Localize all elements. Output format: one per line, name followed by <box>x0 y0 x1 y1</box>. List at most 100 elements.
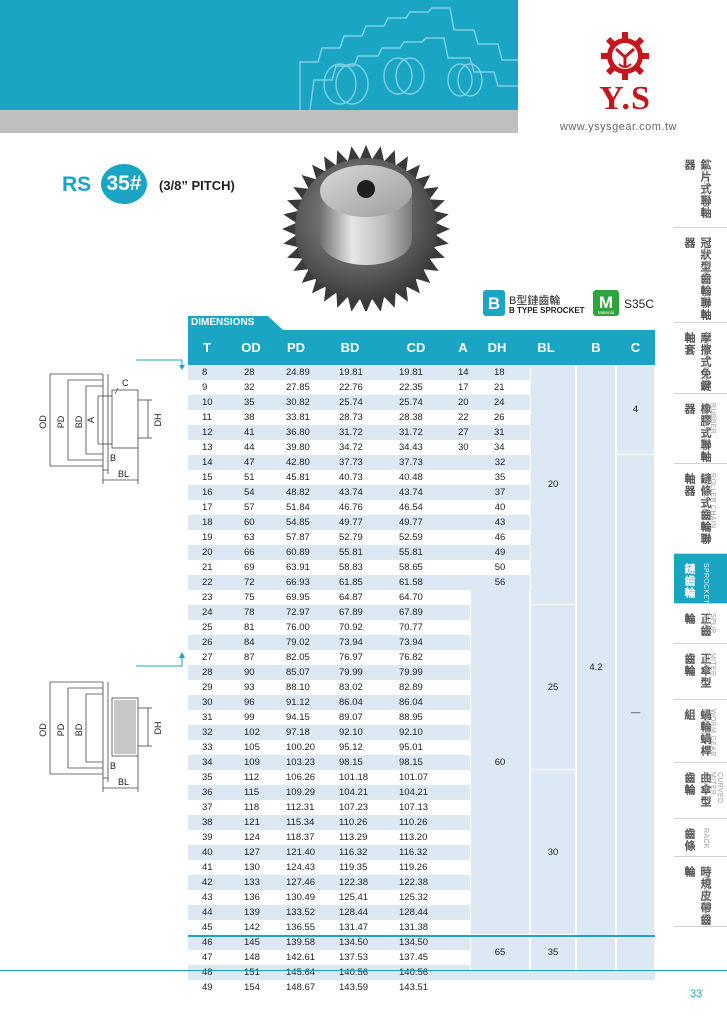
type-badge-letter: B <box>488 294 500 313</box>
cell-bd: 98.15 <box>339 757 363 768</box>
page-number: 33 <box>690 988 703 1000</box>
cell-cd: 19.81 <box>399 367 423 378</box>
brand-logo[interactable]: Y.S <box>580 30 670 116</box>
merged-bl-30: 30 <box>530 770 576 935</box>
cell-cd: 34.43 <box>399 442 423 453</box>
drawing-a-label-b: B <box>110 453 116 463</box>
cell-t: 38 <box>202 817 213 828</box>
material-icon: M Material <box>593 290 619 316</box>
cell-pd: 54.85 <box>286 517 310 528</box>
cell-t: 9 <box>202 382 208 393</box>
cell-cd: 137.45 <box>399 952 429 963</box>
cell-cd: 98.15 <box>399 757 423 768</box>
cell-a-dh: 46 <box>494 532 506 543</box>
cell-pd: 30.82 <box>286 397 310 408</box>
cell-t: 28 <box>202 667 213 678</box>
cell-pd: 36.80 <box>286 427 310 438</box>
cell-t: 21 <box>202 562 213 573</box>
cell-t: 32 <box>202 727 213 738</box>
sprocket-photo <box>282 145 450 311</box>
cell-bd: 25.74 <box>339 397 363 408</box>
cell-t: 31 <box>202 712 213 723</box>
cell-pd: 103.23 <box>286 757 316 768</box>
cell-pd: 106.26 <box>286 772 316 783</box>
cell-cd: 70.77 <box>399 622 423 633</box>
cell-od: 54 <box>244 487 255 498</box>
cell-od: 154 <box>244 982 260 993</box>
cell-od: 102 <box>244 727 260 738</box>
cell-od: 69 <box>244 562 255 573</box>
cell-bd: 128.44 <box>339 907 369 918</box>
material-badge-sub: Material <box>598 310 614 315</box>
cell-t: 19 <box>202 532 213 543</box>
cell-cd: 92.10 <box>399 727 423 738</box>
merged-a-dh-65: 65 <box>470 935 530 970</box>
cell-pd: 42.80 <box>286 457 310 468</box>
cell-t: 36 <box>202 787 213 798</box>
product-size-badge: 35# <box>101 164 147 204</box>
cell-t: 37 <box>202 802 213 813</box>
cell-pd: 88.10 <box>286 682 310 693</box>
cell-pd: 82.05 <box>286 652 310 663</box>
website-url[interactable]: www.ysysgear.com.tw <box>559 121 677 133</box>
cell-pd: 79.02 <box>286 637 310 648</box>
cell-cd: 88.95 <box>399 712 423 723</box>
cell-t: 48 <box>202 967 213 978</box>
cell-t: 18 <box>202 517 213 528</box>
cell-t: 47 <box>202 952 213 963</box>
cell-pd: 121.40 <box>286 847 316 858</box>
cell-a: 27 <box>458 427 469 438</box>
cell-t: 10 <box>202 397 213 408</box>
pointer-arrow-a <box>136 359 185 370</box>
cell-pd: 27.85 <box>286 382 310 393</box>
cell-od: 118 <box>244 802 260 813</box>
cell-bd: 40.73 <box>339 472 363 483</box>
product-pitch: (3/8” PITCH) <box>159 178 235 193</box>
cell-cd: 40.48 <box>399 472 423 483</box>
cell-bd: 143.59 <box>339 982 369 993</box>
cell-od: 60 <box>244 517 255 528</box>
cell-pd: 94.15 <box>286 712 310 723</box>
cell-t: 26 <box>202 637 213 648</box>
dimensions-tab: DIMENSIONS <box>188 316 283 330</box>
sidebar-item-label-en: TIMING PULLEY <box>702 866 709 924</box>
cell-a: 17 <box>458 382 469 393</box>
cell-od: 124 <box>244 832 260 843</box>
cell-bd: 37.73 <box>339 457 363 468</box>
pointer-arrow-b <box>136 652 185 667</box>
cell-t: 30 <box>202 697 213 708</box>
cell-od: 41 <box>244 427 255 438</box>
footer-rule <box>0 970 727 971</box>
cell-cd: 116.32 <box>399 847 428 858</box>
cell-t: 14 <box>202 457 213 468</box>
cell-od: 75 <box>244 592 255 603</box>
cell-t: 33 <box>202 742 213 753</box>
material-code: S35C <box>624 297 655 311</box>
sidebar-item-label-en: CURVED MITER GEAR <box>702 772 723 804</box>
cell-pd: 57.87 <box>286 532 310 543</box>
cell-t: 8 <box>202 367 208 378</box>
cell-cd: 64.70 <box>399 592 423 603</box>
cell-pd: 91.12 <box>286 697 310 708</box>
sidebar-item-label-en: MITER GEAR <box>702 653 716 677</box>
cell-a: 30 <box>458 442 469 453</box>
cell-cd: 28.38 <box>399 412 423 423</box>
sidebar-item-label-cn: 正齒輪 <box>683 613 711 637</box>
cell-cd: 49.77 <box>399 517 423 528</box>
cell-t: 34 <box>202 757 213 768</box>
table-bottom-rule <box>188 935 655 937</box>
cell-od: 112 <box>244 772 260 783</box>
cell-bd: 73.94 <box>339 637 363 648</box>
